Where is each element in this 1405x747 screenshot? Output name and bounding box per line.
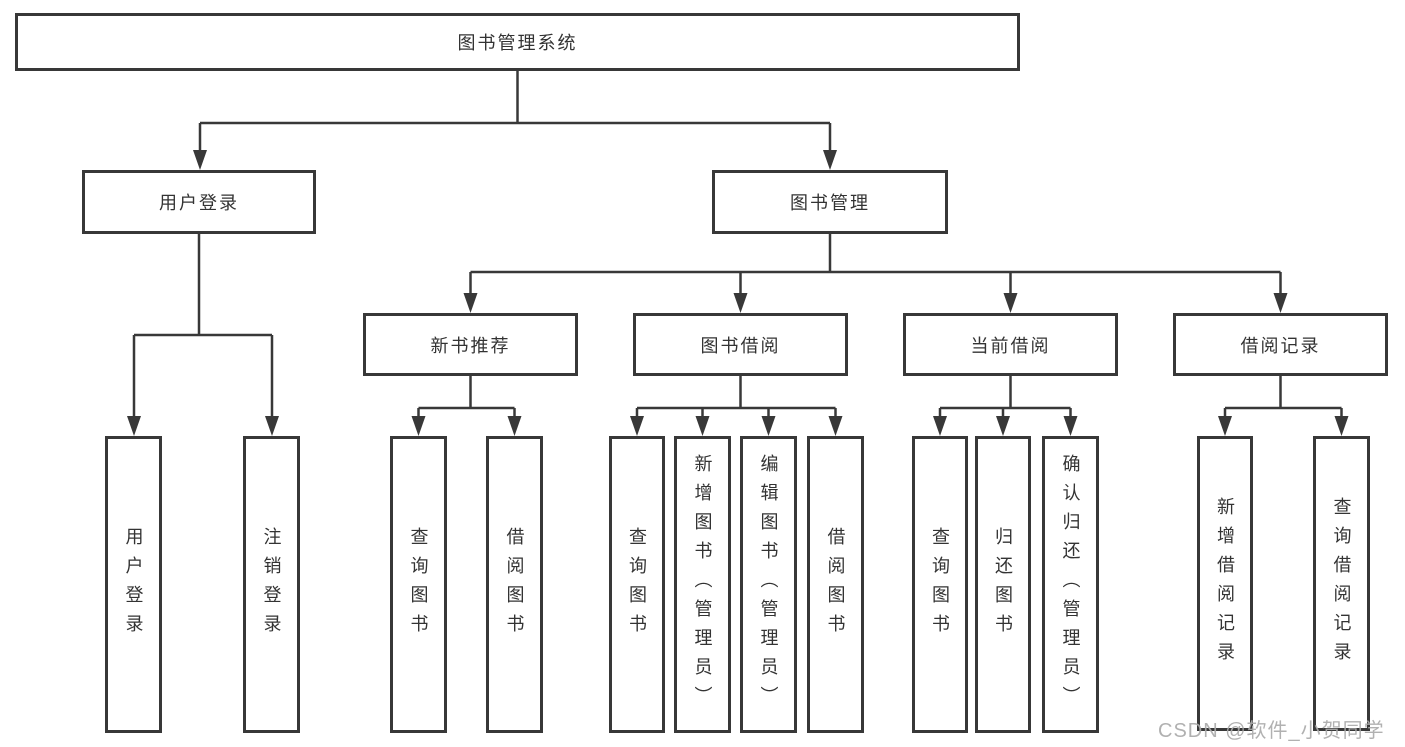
- connector-records-to-leaves: [1218, 376, 1349, 436]
- node-leaf-add-books-admin: 新增图书（管理员）: [674, 436, 731, 733]
- node-leaf-logout: 注销登录: [243, 436, 300, 733]
- node-leaf-recommend-borrow-books: 借阅图书: [486, 436, 543, 733]
- node-current-borrowing: 当前借阅: [903, 313, 1118, 376]
- node-leaf-borrow-query-books: 查询图书: [609, 436, 665, 733]
- leaf-label: 查询图书: [408, 526, 429, 643]
- node-user-login: 用户登录: [82, 170, 316, 234]
- node-borrowing-records: 借阅记录: [1173, 313, 1388, 376]
- leaf-label: 编辑图书（管理员）: [758, 454, 779, 715]
- csdn-watermark: CSDN @软件_小贺同学: [1158, 720, 1385, 742]
- node-leaf-current-query-books: 查询图书: [912, 436, 968, 733]
- leaf-label: 用户登录: [123, 526, 144, 643]
- node-leaf-borrow-books: 借阅图书: [807, 436, 864, 733]
- leaf-label: 新增借阅记录: [1215, 496, 1235, 671]
- connector-borrow-to-leaves: [630, 376, 843, 436]
- node-leaf-return-books: 归还图书: [975, 436, 1031, 733]
- connector-current-to-leaves: [933, 376, 1078, 436]
- node-leaf-query-borrow-record: 查询借阅记录: [1313, 436, 1370, 731]
- leaf-label: 确认归还（管理员）: [1060, 454, 1081, 715]
- node-book-borrowing: 图书借阅: [633, 313, 848, 376]
- leaf-label: 新增图书（管理员）: [692, 454, 713, 715]
- leaf-label: 注销登录: [261, 526, 282, 643]
- connector-manage-to-sections: [463, 234, 1288, 313]
- node-leaf-edit-books-admin: 编辑图书（管理员）: [740, 436, 797, 733]
- node-leaf-recommend-query-books: 查询图书: [390, 436, 447, 733]
- leaf-label: 查询图书: [627, 526, 647, 643]
- leaf-label: 查询借阅记录: [1331, 496, 1352, 671]
- leaf-label: 借阅图书: [504, 526, 525, 643]
- leaf-label: 归还图书: [993, 526, 1013, 643]
- node-leaf-confirm-return-admin: 确认归还（管理员）: [1042, 436, 1099, 733]
- node-leaf-add-borrow-record: 新增借阅记录: [1197, 436, 1253, 731]
- node-leaf-user-login: 用户登录: [105, 436, 162, 733]
- leaf-label: 借阅图书: [825, 526, 846, 643]
- node-new-book-recommendation: 新书推荐: [363, 313, 578, 376]
- connector-root-to-level2: [193, 71, 837, 170]
- node-library-management-system: 图书管理系统: [15, 13, 1020, 71]
- leaf-label: 查询图书: [930, 526, 950, 643]
- node-book-management: 图书管理: [712, 170, 948, 234]
- connector-login-to-children: [127, 234, 279, 436]
- connector-recommend-to-leaves: [411, 376, 522, 436]
